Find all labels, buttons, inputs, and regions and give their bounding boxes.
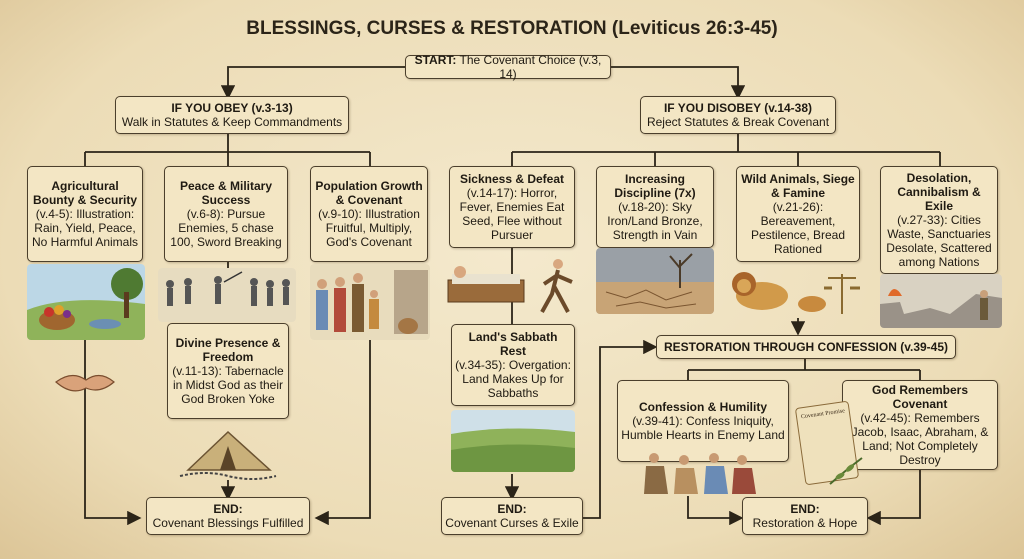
end-blessings-node: END: Covenant Blessings Fulfilled bbox=[146, 497, 310, 535]
curse-text: (v.18-20): Sky Iron/Land Bronze, Strengt… bbox=[607, 200, 703, 242]
handshake-illustration bbox=[55, 374, 115, 392]
obey-node: IF YOU OBEY (v.3-13) Walk in Statutes & … bbox=[115, 96, 349, 134]
obey-title: IF YOU OBEY (v.3-13) bbox=[171, 101, 293, 115]
end-curses-node: END: Covenant Curses & Exile bbox=[441, 497, 583, 535]
curse-desolation-node: Desolation, Cannibalism & Exile (v.27-33… bbox=[880, 166, 998, 274]
confession-node: Confession & Humility (v.39-41): Confess… bbox=[617, 380, 789, 462]
scroll-caption: Covenant Promise bbox=[800, 408, 846, 421]
divine-presence-node: Divine Presence & Freedom (v.11-13): Tab… bbox=[167, 323, 289, 419]
connector-remembers-end bbox=[866, 470, 921, 526]
start-label: START: bbox=[414, 53, 457, 67]
obey-text: Walk in Statutes & Keep Commandments bbox=[121, 115, 343, 129]
blessing-peace-node: Peace & Military Success (v.6-8): Pursue… bbox=[164, 166, 288, 262]
end-label: END: bbox=[497, 502, 527, 516]
confession-title: Confession & Humility bbox=[638, 400, 767, 414]
connector-start-disobey bbox=[610, 66, 746, 100]
connector-disobey-curses bbox=[511, 134, 941, 166]
curse-discipline-node: Increasing Discipline (7x) (v.18-20): Sk… bbox=[596, 166, 714, 248]
harvest-illustration bbox=[27, 264, 145, 340]
olive-branch-icon bbox=[829, 457, 863, 485]
curse-text: (v.27-33): Cities Waste, Sanctuaries Des… bbox=[886, 213, 992, 269]
diagram-title: BLESSINGS, CURSES & RESTORATION (Levitic… bbox=[246, 18, 778, 39]
curse-title: Increasing Discipline (7x) bbox=[614, 172, 696, 200]
presence-text: (v.11-13): Tabernacle in Midst God as th… bbox=[172, 364, 284, 406]
restoration-title: RESTORATION THROUGH CONFESSION (v.39-45) bbox=[663, 340, 949, 354]
start-node: START: The Covenant Choice (v.3, 14) bbox=[405, 53, 611, 81]
remembers-title: God Remembers Covenant bbox=[871, 383, 969, 411]
sabbath-rest-node: Land's Sabbath Rest (v.34-35): Overgatio… bbox=[451, 324, 575, 406]
blessing-text: (v.6-8): Pursue Enemies, 5 chase 100, Sw… bbox=[170, 207, 282, 249]
curse-title: Desolation, Cannibalism & Exile bbox=[897, 171, 981, 213]
disobey-text: Reject Statutes & Break Covenant bbox=[646, 115, 830, 129]
blessing-text: (v.9-10): Illustration Fruitful, Multipl… bbox=[318, 207, 420, 249]
blessing-population-node: Population Growth & Covenant (v.9-10): I… bbox=[310, 166, 428, 262]
end-restoration-node: END: Restoration & Hope bbox=[742, 497, 868, 535]
connector-pop-end bbox=[314, 339, 371, 526]
end-label: END: bbox=[790, 502, 820, 516]
curse-text: (v.21-26): Bereavement, Pestilence, Brea… bbox=[750, 200, 846, 256]
end-text: Covenant Curses & Exile bbox=[445, 516, 579, 530]
connector-start-obey bbox=[220, 66, 405, 100]
sabbath-title: Land's Sabbath Rest bbox=[468, 330, 558, 358]
curse-title: Wild Animals, Siege & Famine bbox=[741, 172, 855, 200]
remembers-text: (v.42-45): Remembers Jacob, Isaac, Abrah… bbox=[851, 411, 989, 467]
connector-obey-blessings bbox=[84, 134, 371, 166]
blessing-title: Agricultural Bounty & Security bbox=[32, 179, 137, 207]
connector-confession-end bbox=[687, 496, 744, 526]
curse-sickness-node: Sickness & Defeat (v.14-17): Horror, Fev… bbox=[449, 166, 575, 248]
curse-title: Sickness & Defeat bbox=[459, 172, 565, 186]
curse-text: (v.14-17): Horror, Fever, Enemies Eat Se… bbox=[459, 186, 565, 242]
blessing-title: Population Growth & Covenant bbox=[315, 179, 423, 207]
battle-illustration bbox=[158, 268, 296, 322]
start-text: The Covenant Choice (v.3, 14) bbox=[459, 53, 602, 81]
sabbath-text: (v.34-35): Overgation: Land Makes Up for… bbox=[455, 358, 571, 400]
restoration-node: RESTORATION THROUGH CONFESSION (v.39-45) bbox=[656, 335, 956, 359]
connector-restoration-split bbox=[687, 359, 921, 380]
connector-agri-end bbox=[84, 339, 142, 526]
end-text: Covenant Blessings Fulfilled bbox=[152, 516, 304, 530]
ruins-illustration bbox=[880, 274, 1002, 328]
tent-illustration bbox=[179, 430, 277, 480]
remembers-node: God Remembers Covenant (v.42-45): Rememb… bbox=[842, 380, 998, 470]
lion-illustration bbox=[732, 272, 860, 314]
family-illustration bbox=[310, 264, 430, 340]
end-text: Restoration & Hope bbox=[752, 516, 858, 530]
blessing-agricultural-node: Agricultural Bounty & Security (v.4-5): … bbox=[27, 166, 143, 262]
blessing-title: Peace & Military Success bbox=[179, 179, 273, 207]
confession-text: (v.39-41): Confess Iniquity, Humble Hear… bbox=[621, 414, 785, 442]
connector-endcurses-restoration bbox=[583, 339, 658, 519]
presence-title: Divine Presence & Freedom bbox=[175, 336, 281, 364]
curse-wild-animals-node: Wild Animals, Siege & Famine (v.21-26): … bbox=[736, 166, 860, 262]
grassland-illustration bbox=[451, 410, 575, 472]
disobey-title: IF YOU DISOBEY (v.14-38) bbox=[663, 101, 813, 115]
sickbed-illustration bbox=[447, 259, 573, 313]
blessing-text: (v.4-5): Illustration: Rain, Yield, Peac… bbox=[31, 207, 139, 249]
disobey-node: IF YOU DISOBEY (v.14-38) Reject Statutes… bbox=[640, 96, 836, 134]
end-label: END: bbox=[213, 502, 243, 516]
dry-land-illustration bbox=[596, 248, 714, 314]
praying-people-illustration bbox=[644, 453, 756, 494]
